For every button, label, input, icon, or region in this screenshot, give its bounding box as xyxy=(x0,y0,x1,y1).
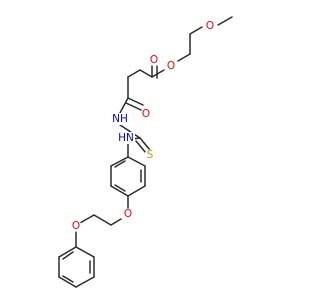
svg-text:O: O xyxy=(142,108,150,120)
svg-text:O: O xyxy=(72,220,80,232)
aniline-nitrogen: HN xyxy=(117,132,135,144)
amide-carbonyl-oxygen: O xyxy=(140,108,152,120)
atom-labels: O O O O NH HN S O xyxy=(70,20,216,232)
phenoxy-oxygen: O xyxy=(70,220,82,232)
svg-text:O: O xyxy=(206,20,214,32)
ester-carbonyl-oxygen: O xyxy=(148,54,160,66)
svg-text:O: O xyxy=(167,60,175,72)
svg-text:NH: NH xyxy=(112,113,128,125)
svg-text:O: O xyxy=(150,54,158,66)
chemical-structure: O O O O NH HN S O xyxy=(58,16,233,288)
bond-lines xyxy=(58,16,233,288)
methoxy-oxygen: O xyxy=(204,20,216,32)
imide-nitrogen: NH xyxy=(111,113,129,125)
thione-sulfur: S xyxy=(144,149,156,161)
svg-text:S: S xyxy=(147,149,154,161)
svg-text:HN: HN xyxy=(118,132,134,144)
ester-single-oxygen: O xyxy=(165,60,177,72)
aryl-ether-oxygen: O xyxy=(122,208,134,220)
svg-text:O: O xyxy=(124,208,132,220)
